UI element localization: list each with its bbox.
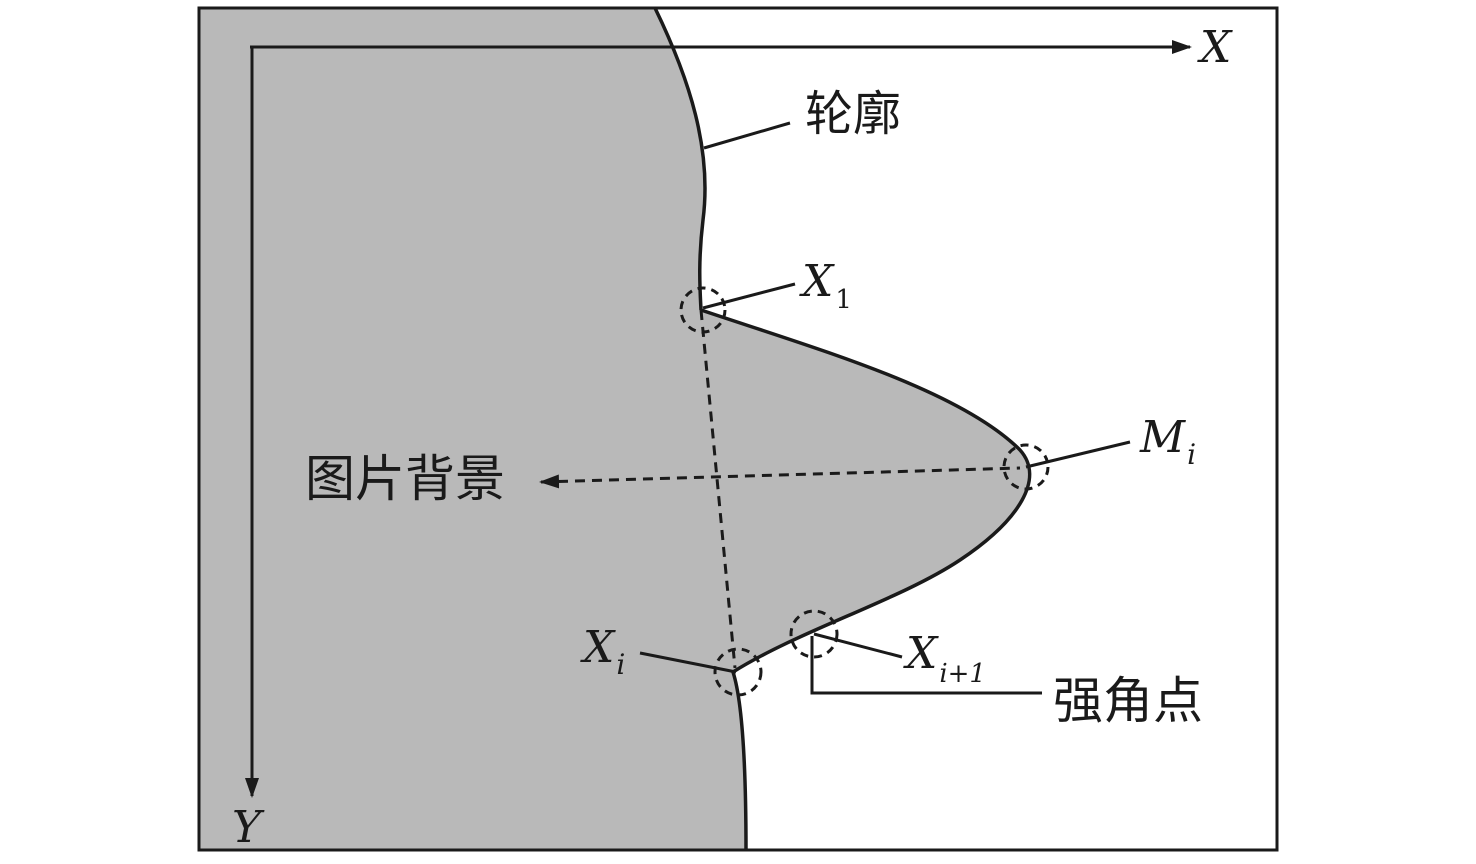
contour-line-upper [653,7,707,311]
x1-label: X1 [799,256,852,315]
xi-label: Xi [580,622,625,681]
background-double-arrow [539,466,1021,489]
dashed-chord [699,309,737,669]
xi1-leader [813,632,903,659]
x1-leader [702,282,796,310]
xi1-label: Xi+1 [903,628,986,689]
frame-border [197,6,1279,852]
background-label: 图片背景 [305,450,505,508]
contour-line-lower [731,671,748,851]
x-axis-label: X [1197,22,1233,73]
x1-circle [679,286,727,334]
mi-label: Mi [1139,412,1196,471]
strong-corner-leader [810,636,1042,695]
xi1-circle [789,609,839,659]
gray-background-region [199,8,1030,850]
xi-leader [639,651,737,674]
mi-leader [1025,440,1131,469]
contour-leader [703,121,791,150]
strong-corner-label: 强角点 [1053,672,1203,730]
contour-label: 轮廓 [805,86,901,142]
y-axis-label: Y [232,802,265,853]
xi-circle [713,647,763,697]
mi-circle [1002,443,1050,491]
